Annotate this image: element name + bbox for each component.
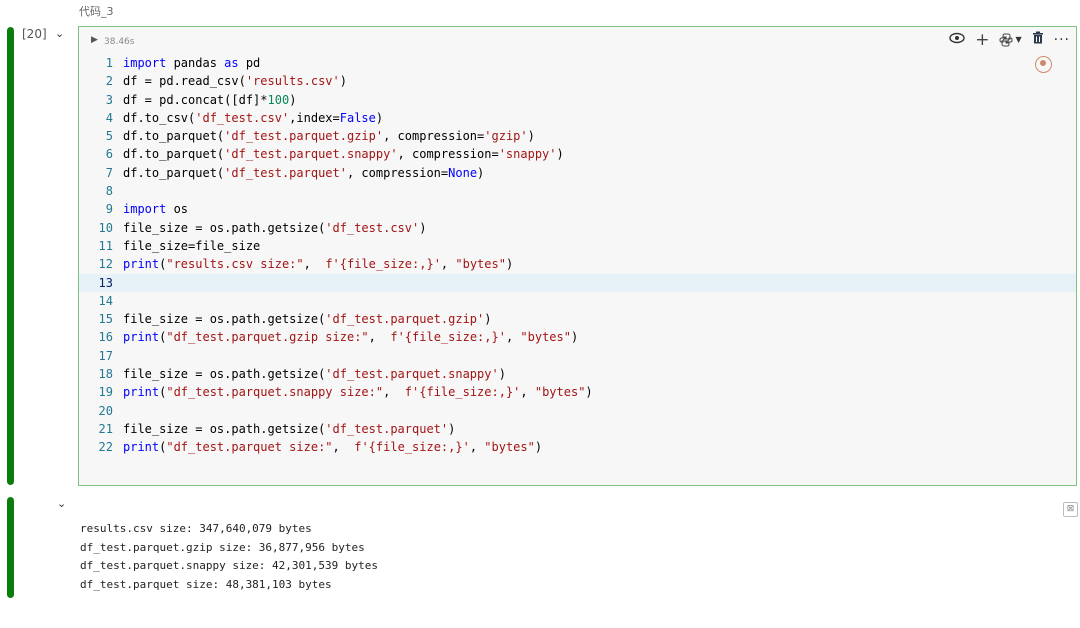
output-line: df_test.parquet.snappy size: 42,301,539 …	[80, 559, 379, 572]
code-line-active[interactable]: 13	[79, 273, 1076, 292]
run-cell-button[interactable]: ▶	[91, 35, 98, 45]
add-cell-icon[interactable]: +	[975, 29, 990, 50]
cell-title: 代码_3	[79, 5, 114, 18]
output-line: results.csv size: 347,640,079 bytes	[80, 522, 312, 535]
trash-icon[interactable]	[1032, 31, 1044, 48]
python-icon	[999, 33, 1013, 46]
cell-toolbar: + ▼ ···	[949, 31, 1070, 48]
collapse-code-chevron-icon[interactable]: ⌄	[55, 27, 65, 40]
run-time: 38.46s	[104, 37, 135, 47]
cell-execution-bar[interactable]	[7, 27, 14, 485]
eye-icon[interactable]	[949, 32, 965, 48]
more-options-icon[interactable]: ···	[1053, 31, 1070, 48]
clear-output-button[interactable]: ⊠	[1063, 502, 1078, 517]
code-line: 14	[98, 293, 113, 308]
dropdown-caret-icon: ▼	[1015, 34, 1022, 44]
cell-output: results.csv size: 347,640,079 bytes df_t…	[80, 520, 378, 594]
python-kernel-dropdown[interactable]: ▼	[999, 32, 1022, 48]
collapse-output-chevron-icon[interactable]: ⌄	[57, 497, 67, 510]
code-line: 17	[98, 348, 113, 363]
output-line: df_test.parquet.gzip size: 36,877,956 by…	[80, 540, 365, 554]
execution-count: [20]	[22, 27, 47, 41]
output-execution-bar[interactable]	[7, 497, 14, 598]
output-line: df_test.parquet size: 48,381,103 bytes	[80, 577, 332, 591]
code-line: 8	[105, 184, 113, 199]
ai-assistant-badge-icon[interactable]	[1035, 56, 1052, 73]
code-line: 20	[98, 403, 113, 418]
